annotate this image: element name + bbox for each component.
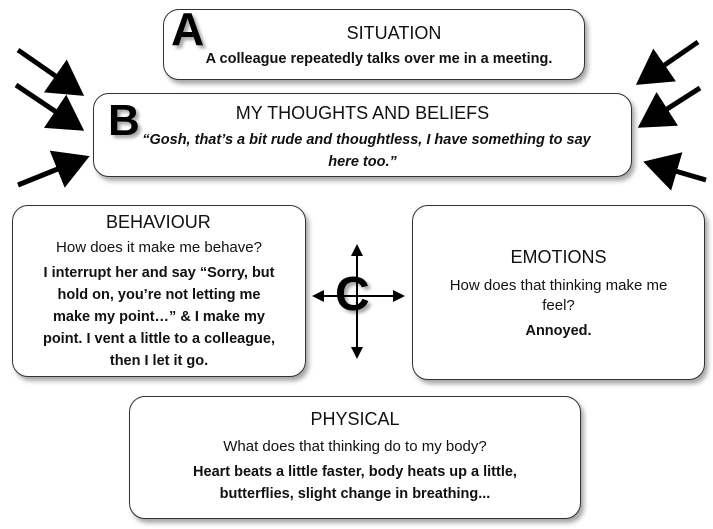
arrow-left-1-icon — [16, 47, 85, 96]
physical-question: What does that thinking do to my body? — [223, 438, 487, 455]
behaviour-line-4: point. I vent a little to a colleague, — [42, 331, 276, 347]
center-letter: C — [335, 268, 370, 321]
thoughts-line-2: here too.” — [328, 154, 397, 170]
situation-text: A colleague repeatedly talks over me in … — [205, 51, 553, 67]
arrow-left-2-icon — [14, 82, 85, 131]
thoughts-letter: B — [108, 96, 140, 145]
thoughts-title: MY THOUGHTS AND BELIEFS — [235, 103, 490, 123]
behaviour-line-1: I interrupt her and say “Sorry, but — [43, 265, 275, 281]
behaviour-line-3: make my point…” & I make my — [53, 309, 265, 325]
emotions-box: EMOTIONS How does that thinking make me … — [412, 205, 705, 380]
behaviour-line-2: hold on, you’re not letting me — [57, 287, 261, 303]
situation-title: SITUATION — [346, 23, 442, 43]
arrow-left-3-icon — [17, 150, 90, 188]
physical-line-2: butterflies, slight change in breathing.… — [219, 486, 491, 502]
arrow-right-3-icon — [643, 152, 707, 191]
thoughts-box: MY THOUGHTS AND BELIEFS “Gosh, that’s a … — [93, 93, 632, 177]
situation-box: SITUATION A colleague repeatedly talks o… — [163, 9, 585, 80]
emotions-question-line-2: feel? — [542, 297, 575, 314]
arrow-right-1-icon — [635, 39, 700, 85]
physical-title: PHYSICAL — [310, 409, 400, 429]
thoughts-line-1: “Gosh, that’s a bit rude and thoughtless… — [142, 132, 591, 148]
behaviour-question: How does it make me behave? — [56, 239, 262, 256]
behaviour-line-5: then I let it go. — [109, 353, 209, 369]
physical-line-1: Heart beats a little faster, body heats … — [193, 464, 517, 480]
emotions-question-line-1: How does that thinking make me — [449, 277, 668, 294]
physical-box: PHYSICAL What does that thinking do to m… — [129, 396, 581, 519]
behaviour-box: BEHAVIOUR How does it make me behave? I … — [12, 205, 306, 377]
arrow-right-2-icon — [637, 85, 702, 128]
emotions-title: EMOTIONS — [510, 247, 607, 267]
emotions-answer: Annoyed. — [525, 323, 592, 339]
situation-letter: A — [171, 3, 205, 55]
behaviour-title: BEHAVIOUR — [106, 212, 211, 232]
